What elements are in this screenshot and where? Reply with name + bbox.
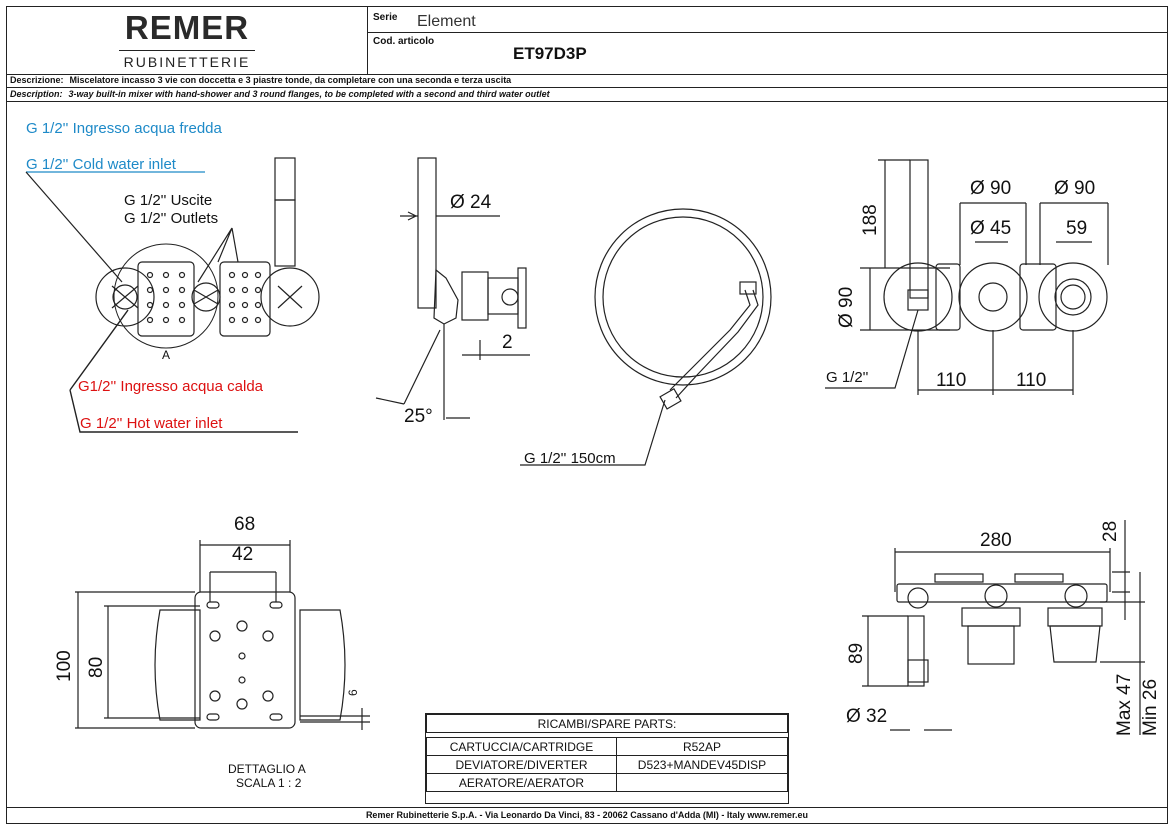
hot-water-en-label: G 1/2'' Hot water inlet — [80, 415, 223, 432]
hose-view — [520, 208, 772, 466]
table-row: AERATORE/AERATOR — [426, 773, 789, 792]
dim-top-89: 89 — [846, 642, 867, 664]
spare-part-name: DEVIATORE/DIVERTER — [426, 755, 617, 774]
dim-top-28: 28 — [1100, 520, 1121, 542]
dim-front-59: 59 — [1066, 218, 1088, 239]
description-en-label: Description: — [10, 89, 63, 99]
hose-label: G 1/2'' 150cm — [524, 450, 616, 467]
dim-top-min: Min 26 — [1140, 678, 1161, 736]
dim-front-flange-a: Ø 90 — [970, 178, 1012, 199]
description-it-label: Descrizione: — [10, 75, 64, 85]
description-it-text: Miscelatore incasso 3 vie con doccetta e… — [69, 75, 512, 85]
outlets-en-label: G 1/2'' Outlets — [124, 210, 219, 227]
detail-title: DETTAGLIO A — [228, 762, 306, 776]
dim-detail-6: 6 — [346, 689, 360, 696]
detail-reference: A — [162, 348, 171, 362]
dim-front-flange-b: Ø 90 — [1054, 178, 1096, 199]
dim-detail-80: 80 — [86, 656, 107, 678]
cold-water-it-label: G 1/2'' Ingresso acqua fredda — [26, 120, 222, 137]
detail-scale: SCALA 1 : 2 — [236, 776, 302, 790]
footer-address: Remer Rubinetterie S.p.A. - Via Leonardo… — [7, 807, 1167, 823]
brand-logo: REMER — [124, 9, 250, 46]
description-it-row: Descrizione: Miscelatore incasso 3 vie co… — [7, 74, 1167, 88]
dim-detail-100: 100 — [54, 650, 75, 682]
dim-front-d45: Ø 45 — [970, 218, 1012, 239]
dim-side-angle: 25° — [404, 406, 433, 427]
dim-front-110-left: 110 — [936, 370, 967, 391]
dim-front-110-right: 110 — [1016, 370, 1047, 391]
table-row: CARTUCCIA/CARTRIDGE R52AP — [426, 737, 789, 756]
dim-detail-68: 68 — [234, 514, 256, 535]
side-view — [375, 157, 530, 420]
table-row: DEVIATORE/DIVERTER D523+MANDEV45DISP — [426, 755, 789, 774]
outlets-it-label: G 1/2'' Uscite — [124, 192, 213, 209]
spare-part-name: AERATORE/AERATOR — [426, 773, 617, 792]
dim-side-gap: 2 — [502, 332, 513, 353]
description-en-row: Description: 3-way built-in mixer with ha… — [7, 88, 1167, 102]
spare-parts-table: RICAMBI/SPARE PARTS: CARTUCCIA/CARTRIDGE… — [425, 713, 789, 804]
serie-value: Element — [417, 13, 476, 30]
title-block: REMER RUBINETTERIE Serie Element Cod. ar… — [7, 7, 1167, 75]
logo-box: REMER RUBINETTERIE — [7, 7, 368, 74]
front-inlet-label: G 1/2'' — [826, 369, 869, 386]
drawing-sheet: REMER RUBINETTERIE Serie Element Cod. ar… — [6, 6, 1168, 824]
spare-part-code: R52AP — [615, 737, 789, 756]
dim-detail-42: 42 — [232, 544, 254, 565]
hot-water-it-label: G1/2'' Ingresso acqua calda — [78, 378, 264, 395]
dim-front-vertical-d90: Ø 90 — [836, 286, 857, 328]
detail-a-view — [75, 540, 370, 730]
cod-value: ET97D3P — [513, 44, 587, 63]
dim-top-d32: Ø 32 — [846, 706, 888, 727]
top-view — [862, 520, 1145, 735]
assembly-view — [25, 157, 320, 433]
dim-side-diameter: Ø 24 — [450, 192, 492, 213]
spare-part-name: CARTUCCIA/CARTRIDGE — [426, 737, 617, 756]
description-en-text: 3-way built-in mixer with hand-shower an… — [68, 89, 550, 99]
spare-parts-title: RICAMBI/SPARE PARTS: — [426, 714, 788, 733]
front-view — [825, 159, 1109, 395]
title-row-divider — [367, 32, 1167, 33]
dim-top-280: 280 — [980, 530, 1012, 551]
brand-subtitle: RUBINETTERIE — [123, 54, 251, 70]
spare-part-code — [615, 773, 789, 792]
dim-top-max: Max 47 — [1114, 673, 1135, 736]
spare-part-code: D523+MANDEV45DISP — [615, 755, 789, 774]
serie-label: Serie — [373, 12, 398, 23]
logo-divider — [119, 50, 255, 51]
dim-front-height: 188 — [860, 204, 881, 236]
cod-label: Cod. articolo — [373, 36, 435, 47]
cold-water-en-label: G 1/2'' Cold water inlet — [26, 156, 176, 173]
